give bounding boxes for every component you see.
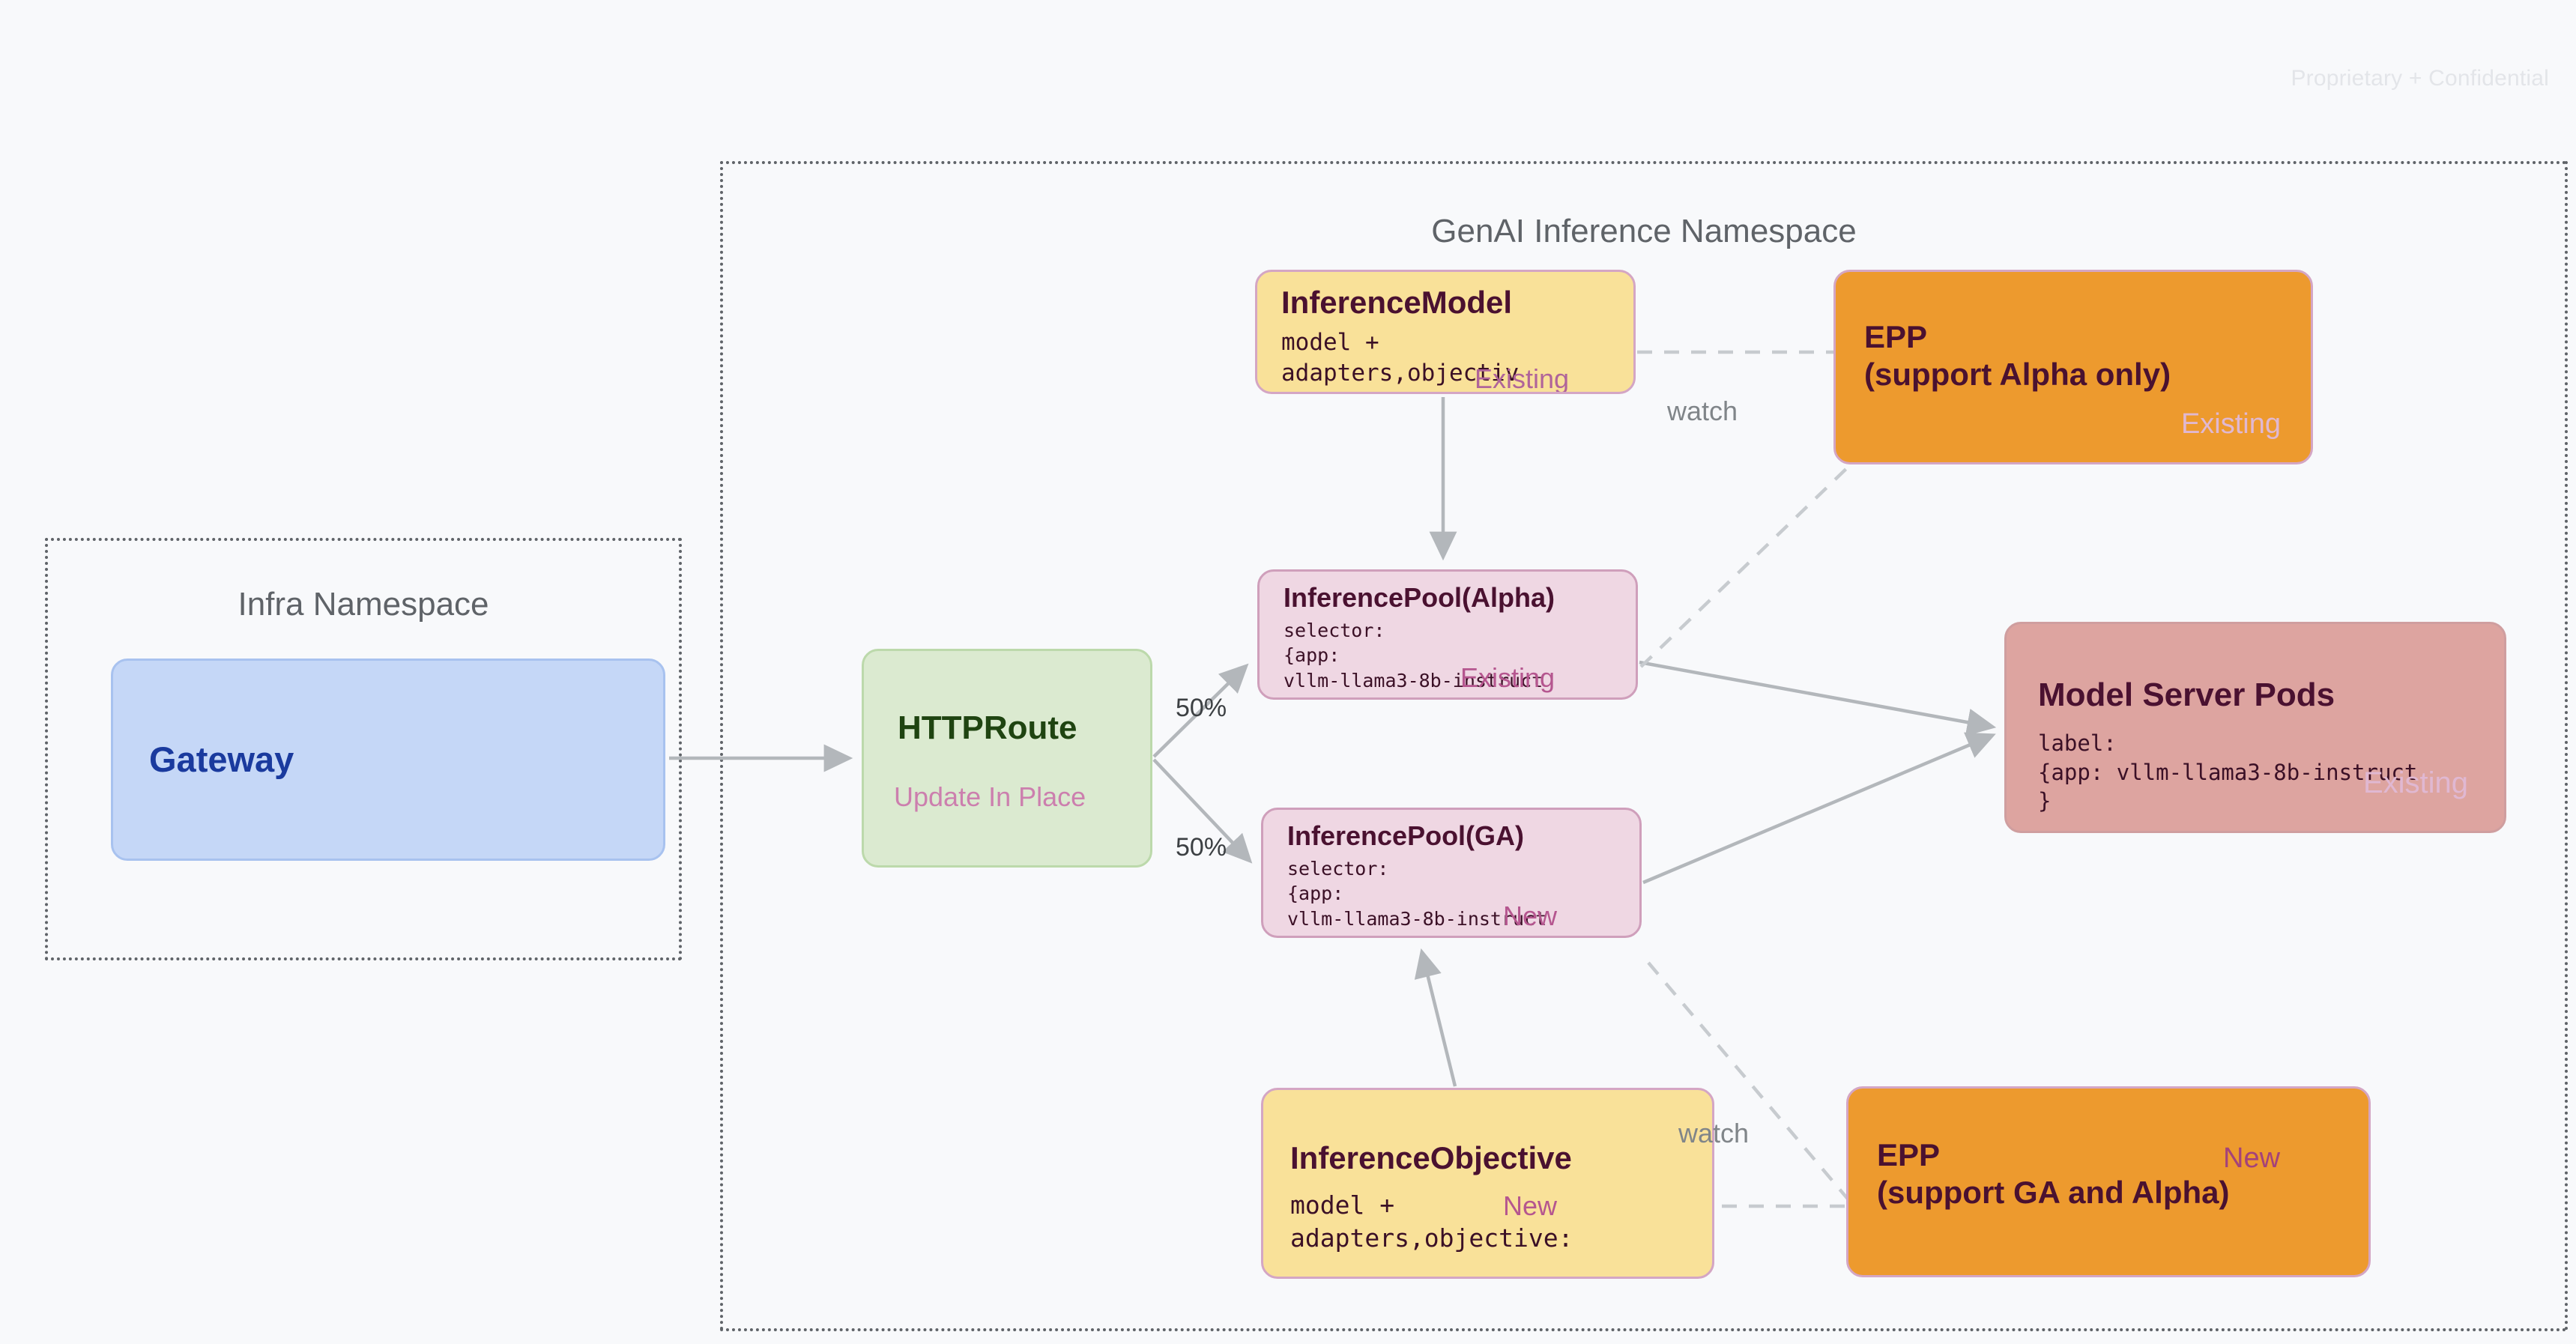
node-httproute[interactable]: HTTPRoute Update In Place [862, 649, 1152, 868]
node-inference-objective[interactable]: InferenceObjective model + adapters,obje… [1261, 1088, 1714, 1279]
model-server-pods-title: Model Server Pods [2038, 676, 2335, 713]
inference-objective-badge: New [1503, 1190, 1558, 1221]
node-gateway[interactable]: Gateway [111, 659, 665, 861]
genai-namespace-title: GenAI Inference Namespace [1431, 213, 1857, 249]
node-model-server-pods[interactable]: Model Server Pods label: {app: vllm-llam… [2004, 622, 2506, 833]
epp-ga-badge: New [2223, 1142, 2281, 1174]
inference-pool-alpha-code: selector: {app: vllm-llama3-8b-instruct … [1284, 620, 1544, 697]
inference-pool-ga-badge: New [1503, 900, 1558, 931]
infra-namespace: Infra Namespace [45, 538, 682, 960]
epp-alpha-title: EPP (support Alpha only) [1864, 319, 2171, 392]
node-epp-ga[interactable]: EPP (support GA and Alpha) New [1846, 1086, 2371, 1277]
httproute-title: HTTPRoute [898, 709, 1077, 746]
edge-label-watch-bottom: watch [1678, 1118, 1750, 1148]
node-inference-model[interactable]: InferenceModel model + adapters,objectiv… [1255, 270, 1636, 394]
gateway-title: Gateway [149, 739, 294, 779]
node-inference-pool-ga[interactable]: InferencePool(GA) selector: {app: vllm-l… [1261, 808, 1642, 938]
node-inference-pool-alpha[interactable]: InferencePool(Alpha) selector: {app: vll… [1257, 569, 1638, 700]
epp-alpha-badge: Existing [2180, 408, 2281, 440]
inference-objective-code: model + adapters,objective: [1290, 1190, 1573, 1253]
httproute-badge: Update In Place [894, 781, 1086, 812]
model-server-pods-badge: Existing [2362, 766, 2468, 799]
inference-model-code: model + adapters,objectiv e: [1281, 329, 1520, 392]
node-epp-alpha[interactable]: EPP (support Alpha only) Existing [1833, 270, 2313, 464]
edge-label-split-top: 50% [1176, 694, 1227, 722]
model-server-pods-code: label: {app: vllm-llama3-8b-instruct } [2038, 730, 2418, 814]
edge-label-watch-top: watch [1667, 396, 1738, 426]
inference-pool-ga-code: selector: {app: vllm-llama3-8b-instruct … [1287, 858, 1547, 936]
inference-model-title: InferenceModel [1281, 285, 1513, 320]
edge-label-split-bottom: 50% [1176, 833, 1227, 862]
inference-model-badge: Existing [1475, 363, 1570, 394]
epp-ga-title: EPP (support GA and Alpha) [1877, 1137, 2230, 1210]
inference-pool-alpha-title: InferencePool(Alpha) [1284, 582, 1555, 613]
inference-pool-alpha-badge: Existing [1460, 662, 1555, 693]
inference-pool-ga-title: InferencePool(GA) [1287, 820, 1525, 851]
genai-inference-namespace: GenAI Inference Namespace [720, 161, 2568, 1331]
infra-namespace-title: Infra Namespace [238, 586, 489, 623]
inference-objective-title: InferenceObjective [1290, 1140, 1572, 1175]
confidential-label: Proprietary + Confidential [2291, 66, 2549, 91]
